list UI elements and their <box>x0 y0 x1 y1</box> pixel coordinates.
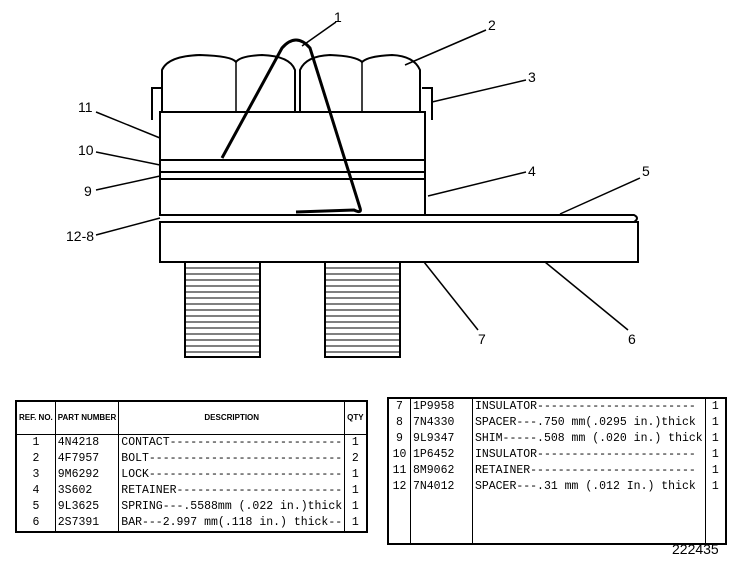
callout-3: 3 <box>528 69 536 85</box>
retainer-body <box>159 111 426 161</box>
callout-4: 4 <box>528 163 536 179</box>
ref-cell: 3 <box>15 467 56 483</box>
spacer-layer <box>159 178 426 216</box>
insulator-layer <box>159 159 426 173</box>
bar <box>159 221 639 263</box>
description-cell: INSULATOR----------------------- <box>471 398 706 415</box>
description-cell: SPRING---.5588mm (.022 in.)thick <box>118 499 346 515</box>
ref-cell: 5 <box>15 499 56 515</box>
description-cell: RETAINER------------------------ <box>118 483 346 499</box>
qty-cell: 1 <box>704 398 727 415</box>
part-number-cell: 7N4330 <box>409 415 473 431</box>
part-number-cell: 2S7391 <box>54 515 120 532</box>
qty-cell: 1 <box>704 415 727 431</box>
ref-cell: 11 <box>387 463 411 479</box>
part-number-cell: 3S602 <box>54 483 120 499</box>
qty-cell: 1 <box>344 515 368 532</box>
callout-10: 10 <box>78 142 94 158</box>
description-cell: INSULATOR----------------------- <box>471 447 706 463</box>
retainer-bracket <box>151 87 433 120</box>
ref-cell: 6 <box>15 515 56 532</box>
part-number-cell: 9L9347 <box>409 431 473 447</box>
qty-cell: 1 <box>704 463 727 479</box>
callout-11: 11 <box>78 99 93 115</box>
ref-cell: 2 <box>15 451 56 467</box>
threads-left <box>185 267 260 353</box>
description-cell: SPACER---.750 mm(.0295 in.)thick <box>471 415 706 431</box>
header-part-number: PART NUMBER <box>54 400 120 435</box>
bolt-head-left <box>161 53 296 113</box>
spring-strip <box>160 214 638 223</box>
ref-cell: 10 <box>387 447 411 463</box>
contact-clip <box>220 38 362 214</box>
description-cell: CONTACT------------------------- <box>118 434 346 451</box>
part-number-cell: 1P6452 <box>409 447 473 463</box>
ref-cell: 4 <box>15 483 56 499</box>
qty-cell: 1 <box>344 467 368 483</box>
callout-2: 2 <box>488 17 496 33</box>
qty-cell: 2 <box>344 451 368 467</box>
description-cell: SPACER---.31 mm (.012 In.) thick <box>471 479 706 495</box>
qty-cell: 1 <box>344 483 368 499</box>
ref-cell: 1 <box>15 434 56 451</box>
part-number-cell: 9M6292 <box>54 467 120 483</box>
bolt-head-right <box>299 53 421 113</box>
callout-9: 9 <box>84 183 92 199</box>
header-ref-no: REF. NO. <box>15 400 56 435</box>
qty-cell: 1 <box>704 479 727 495</box>
callout-1: 1 <box>334 9 342 25</box>
part-number-cell: 4F7957 <box>54 451 120 467</box>
description-cell: BOLT---------------------------- <box>118 451 346 467</box>
part-number-cell: 9L3625 <box>54 499 120 515</box>
ref-cell: 7 <box>387 398 411 415</box>
callout-7: 7 <box>478 331 486 347</box>
description-cell: RETAINER------------------------ <box>471 463 706 479</box>
callout-5: 5 <box>642 163 650 179</box>
description-cell: LOCK---------------------------- <box>118 467 346 483</box>
ref-cell: 8 <box>387 415 411 431</box>
part-number-cell: 4N4218 <box>54 434 120 451</box>
qty-cell: 1 <box>704 447 727 463</box>
shim-layer <box>159 171 426 180</box>
description-cell: SHIM-----.508 mm (.020 in.) thick <box>471 431 706 447</box>
description-cell: BAR---2.997 mm(.118 in.) thick-- <box>118 515 346 532</box>
ref-cell: 9 <box>387 431 411 447</box>
part-number-cell: 8M9062 <box>409 463 473 479</box>
ref-cell: 12 <box>387 479 411 495</box>
qty-cell: 1 <box>344 434 368 451</box>
callout-6: 6 <box>628 331 636 347</box>
qty-cell: 1 <box>704 431 727 447</box>
callout-12-8: 12-8 <box>66 228 94 244</box>
part-number-cell: 1P9958 <box>409 398 473 415</box>
part-number-cell: 7N4012 <box>409 479 473 495</box>
header-qty: QTY <box>344 400 368 435</box>
threads-right <box>325 267 400 353</box>
table-filler-row <box>387 495 727 544</box>
qty-cell: 1 <box>344 499 368 515</box>
assembly-diagram: 1 2 3 4 5 6 7 11 10 9 12-8 <box>66 9 650 358</box>
header-description: DESCRIPTION <box>118 400 346 435</box>
figure-number: 222435 <box>672 541 719 557</box>
